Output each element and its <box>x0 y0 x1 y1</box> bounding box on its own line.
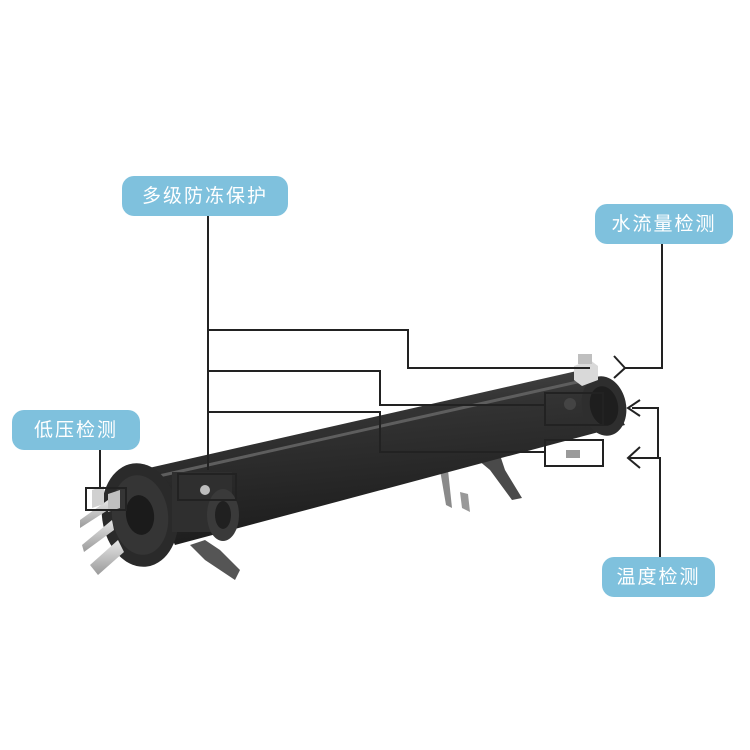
support-legs <box>190 455 522 580</box>
left-end-flange <box>101 463 239 567</box>
callout-low-pressure-detection: 低压检测 <box>12 410 140 450</box>
inlet-pipes <box>80 486 124 575</box>
shell-tube <box>140 368 625 545</box>
callout-multi-level-antifreeze: 多级防冻保护 <box>122 176 288 216</box>
callout-water-flow-detection: 水流量检测 <box>595 204 733 244</box>
water-flow-sensor <box>574 354 598 386</box>
temperature-fitting <box>566 450 580 458</box>
callout-temperature-detection: 温度检测 <box>602 557 715 597</box>
leader-lines <box>85 212 663 557</box>
